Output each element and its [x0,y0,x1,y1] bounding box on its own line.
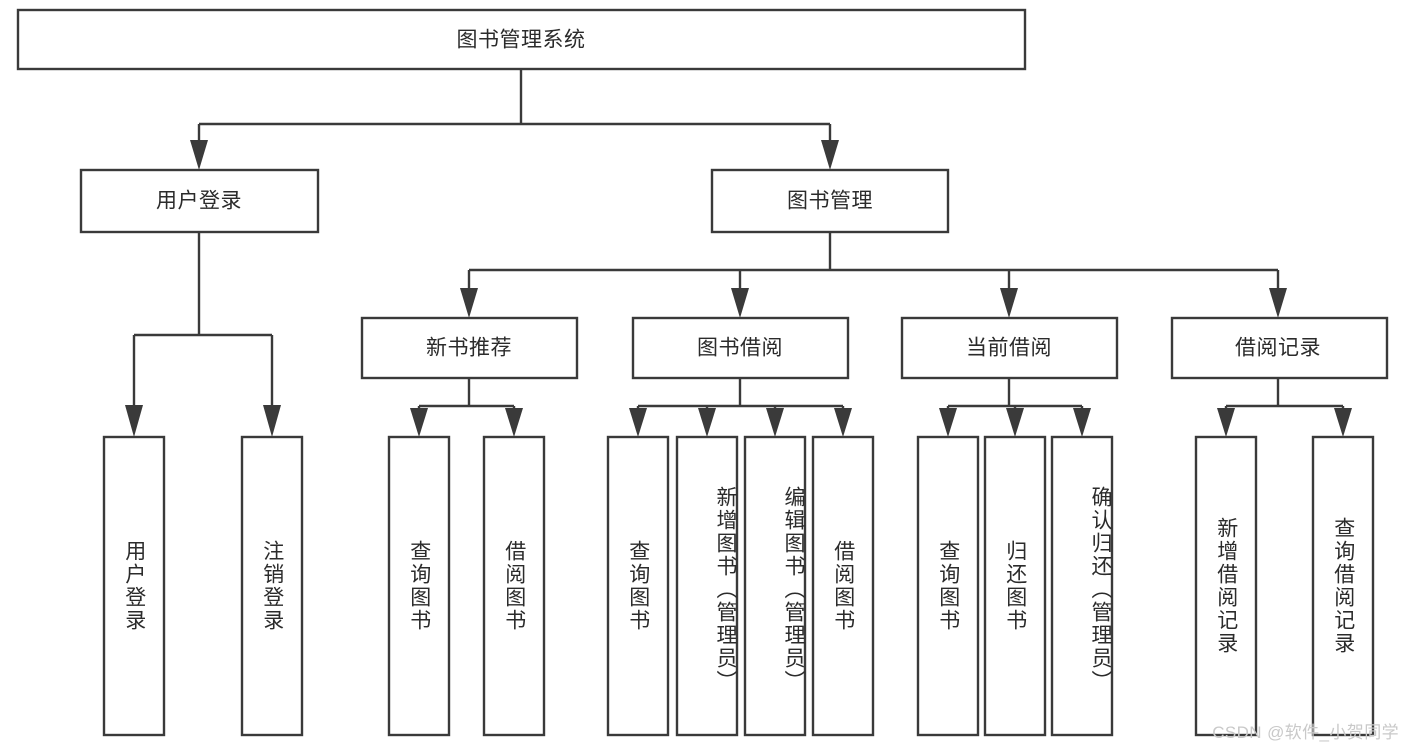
node-leaf-add-book[interactable] [675,435,739,737]
labels-layer: 图书管理系统 用户登录 图书管理 新书推荐 图书借阅 当前借阅 借阅记录 [156,29,1321,360]
arrow-head-leaf-edit-book [766,408,784,437]
node-book-borrow[interactable] [631,316,850,380]
label-current-borrow: 当前借阅 [966,337,1052,360]
arrow-head-leaf-confirm-return [1073,408,1091,437]
arrow-head-book-manage [821,140,839,170]
arrow-head-current-borrow [1000,288,1018,318]
label-new-book-recommend: 新书推荐 [426,337,512,360]
label-root: 图书管理系统 [457,29,586,52]
node-leaf-borrow-book-2[interactable] [811,435,875,737]
node-leaf-return-book[interactable] [983,435,1047,737]
arrow-head-leaf-add-book [698,408,716,437]
arrow-head-leaf-query-book-2 [629,408,647,437]
arrow-head-leaf-return-book [1006,408,1024,437]
arrow-head-leaf-query-record [1334,408,1352,437]
arrow-head-leaf-borrow-book-1 [505,408,523,437]
node-leaf-edit-book[interactable] [743,435,807,737]
arrow-head-user-login [190,140,208,170]
arrow-head-leaf-add-record [1217,408,1235,437]
node-new-book-recommend[interactable] [360,316,579,380]
node-borrow-record[interactable] [1170,316,1389,380]
arrow-head-leaf-user-login [125,405,143,437]
node-root[interactable] [16,8,1027,71]
edges-layer [125,69,1352,437]
arrow-head-leaf-borrow-book-2 [834,408,852,437]
arrow-head-borrow-record [1269,288,1287,318]
arrow-head-leaf-query-book-3 [939,408,957,437]
node-leaf-borrow-book-1[interactable] [482,435,546,737]
node-current-borrow[interactable] [900,316,1119,380]
arrow-head-new-book-recommend [460,288,478,318]
label-user-login: 用户登录 [156,190,242,213]
node-leaf-query-record[interactable] [1311,435,1375,737]
nodes-layer [16,8,1389,737]
arrow-head-book-borrow [731,288,749,318]
node-leaf-logout[interactable] [240,435,304,737]
node-leaf-add-record[interactable] [1194,435,1258,737]
label-book-borrow: 图书借阅 [697,337,783,360]
label-book-manage: 图书管理 [787,190,873,213]
csdn-watermark: CSDN @软件_小贺同学 [1212,723,1399,742]
node-leaf-query-book-3[interactable] [916,435,980,737]
arrow-head-leaf-query-book-1 [410,408,428,437]
arrow-head-leaf-logout [263,405,281,437]
node-leaf-query-book-1[interactable] [387,435,451,737]
label-borrow-record: 借阅记录 [1235,337,1321,360]
node-leaf-query-book-2[interactable] [606,435,670,737]
node-user-login[interactable] [79,168,320,234]
node-leaf-confirm-return[interactable] [1050,435,1114,737]
node-leaf-user-login[interactable] [102,435,166,737]
node-book-manage[interactable] [710,168,950,234]
